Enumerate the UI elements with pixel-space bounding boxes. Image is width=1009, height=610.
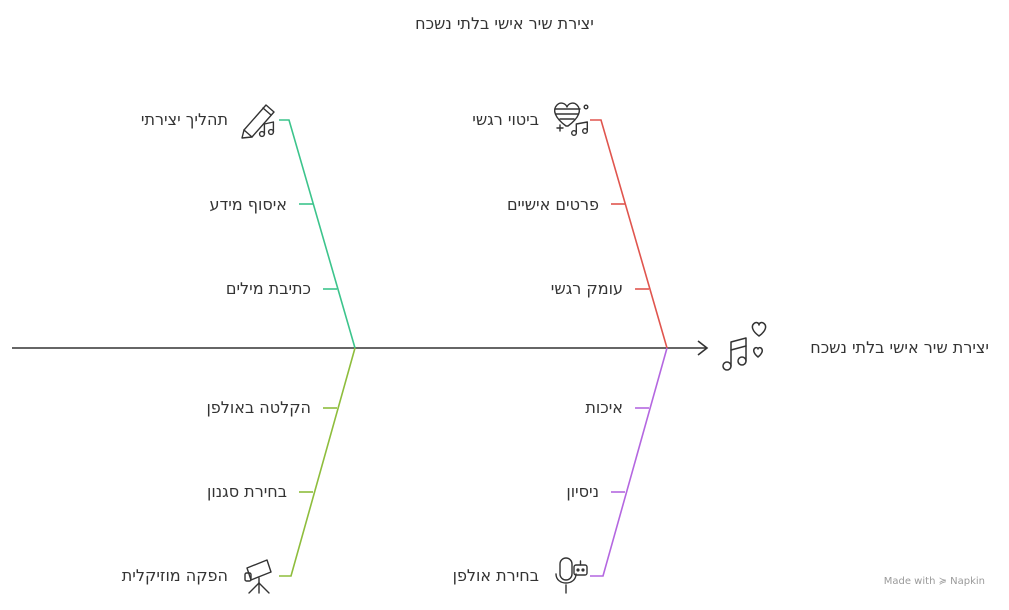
branch-line-studio-selection — [590, 347, 668, 577]
music-notes-heart-icon — [722, 321, 767, 371]
napkin-watermark: Made with ≽ Napkin — [883, 576, 985, 587]
cause-item: בחירת סגנון — [206, 482, 287, 501]
branch-label-studio-selection: בחירת אולפן — [452, 566, 539, 585]
branch-line-creative-process — [279, 119, 356, 349]
cause-item: איסוף מידע — [209, 195, 287, 214]
cause-item: כתיבת מילים — [225, 279, 311, 298]
cause-item: עומק רגשי — [550, 279, 623, 298]
branch-label-music-production: הפקה מוזיקלית — [121, 566, 228, 585]
effect-label: יצירת שיר אישי בלתי נשכח — [810, 338, 989, 357]
camera-tripod-icon — [244, 559, 272, 594]
diagram-title: יצירת שיר אישי בלתי נשכח — [415, 14, 594, 33]
branch-line-emotional-expression — [590, 119, 668, 349]
branch-line-music-production — [279, 347, 356, 577]
microphone-icon — [555, 557, 588, 594]
spine-arrowhead — [697, 340, 709, 356]
cause-item: ניסיון — [566, 482, 599, 501]
cause-item: איכות — [585, 398, 623, 417]
pen-music-icon — [241, 104, 275, 139]
branch-label-creative-process: תהליך יצירתי — [140, 110, 228, 129]
cause-item: הקלטה באולפן — [206, 398, 311, 417]
cause-item: פרטים אישיים — [506, 195, 599, 214]
heart-music-icon — [554, 102, 589, 136]
branch-label-emotional-expression: ביטוי רגשי — [472, 110, 539, 129]
